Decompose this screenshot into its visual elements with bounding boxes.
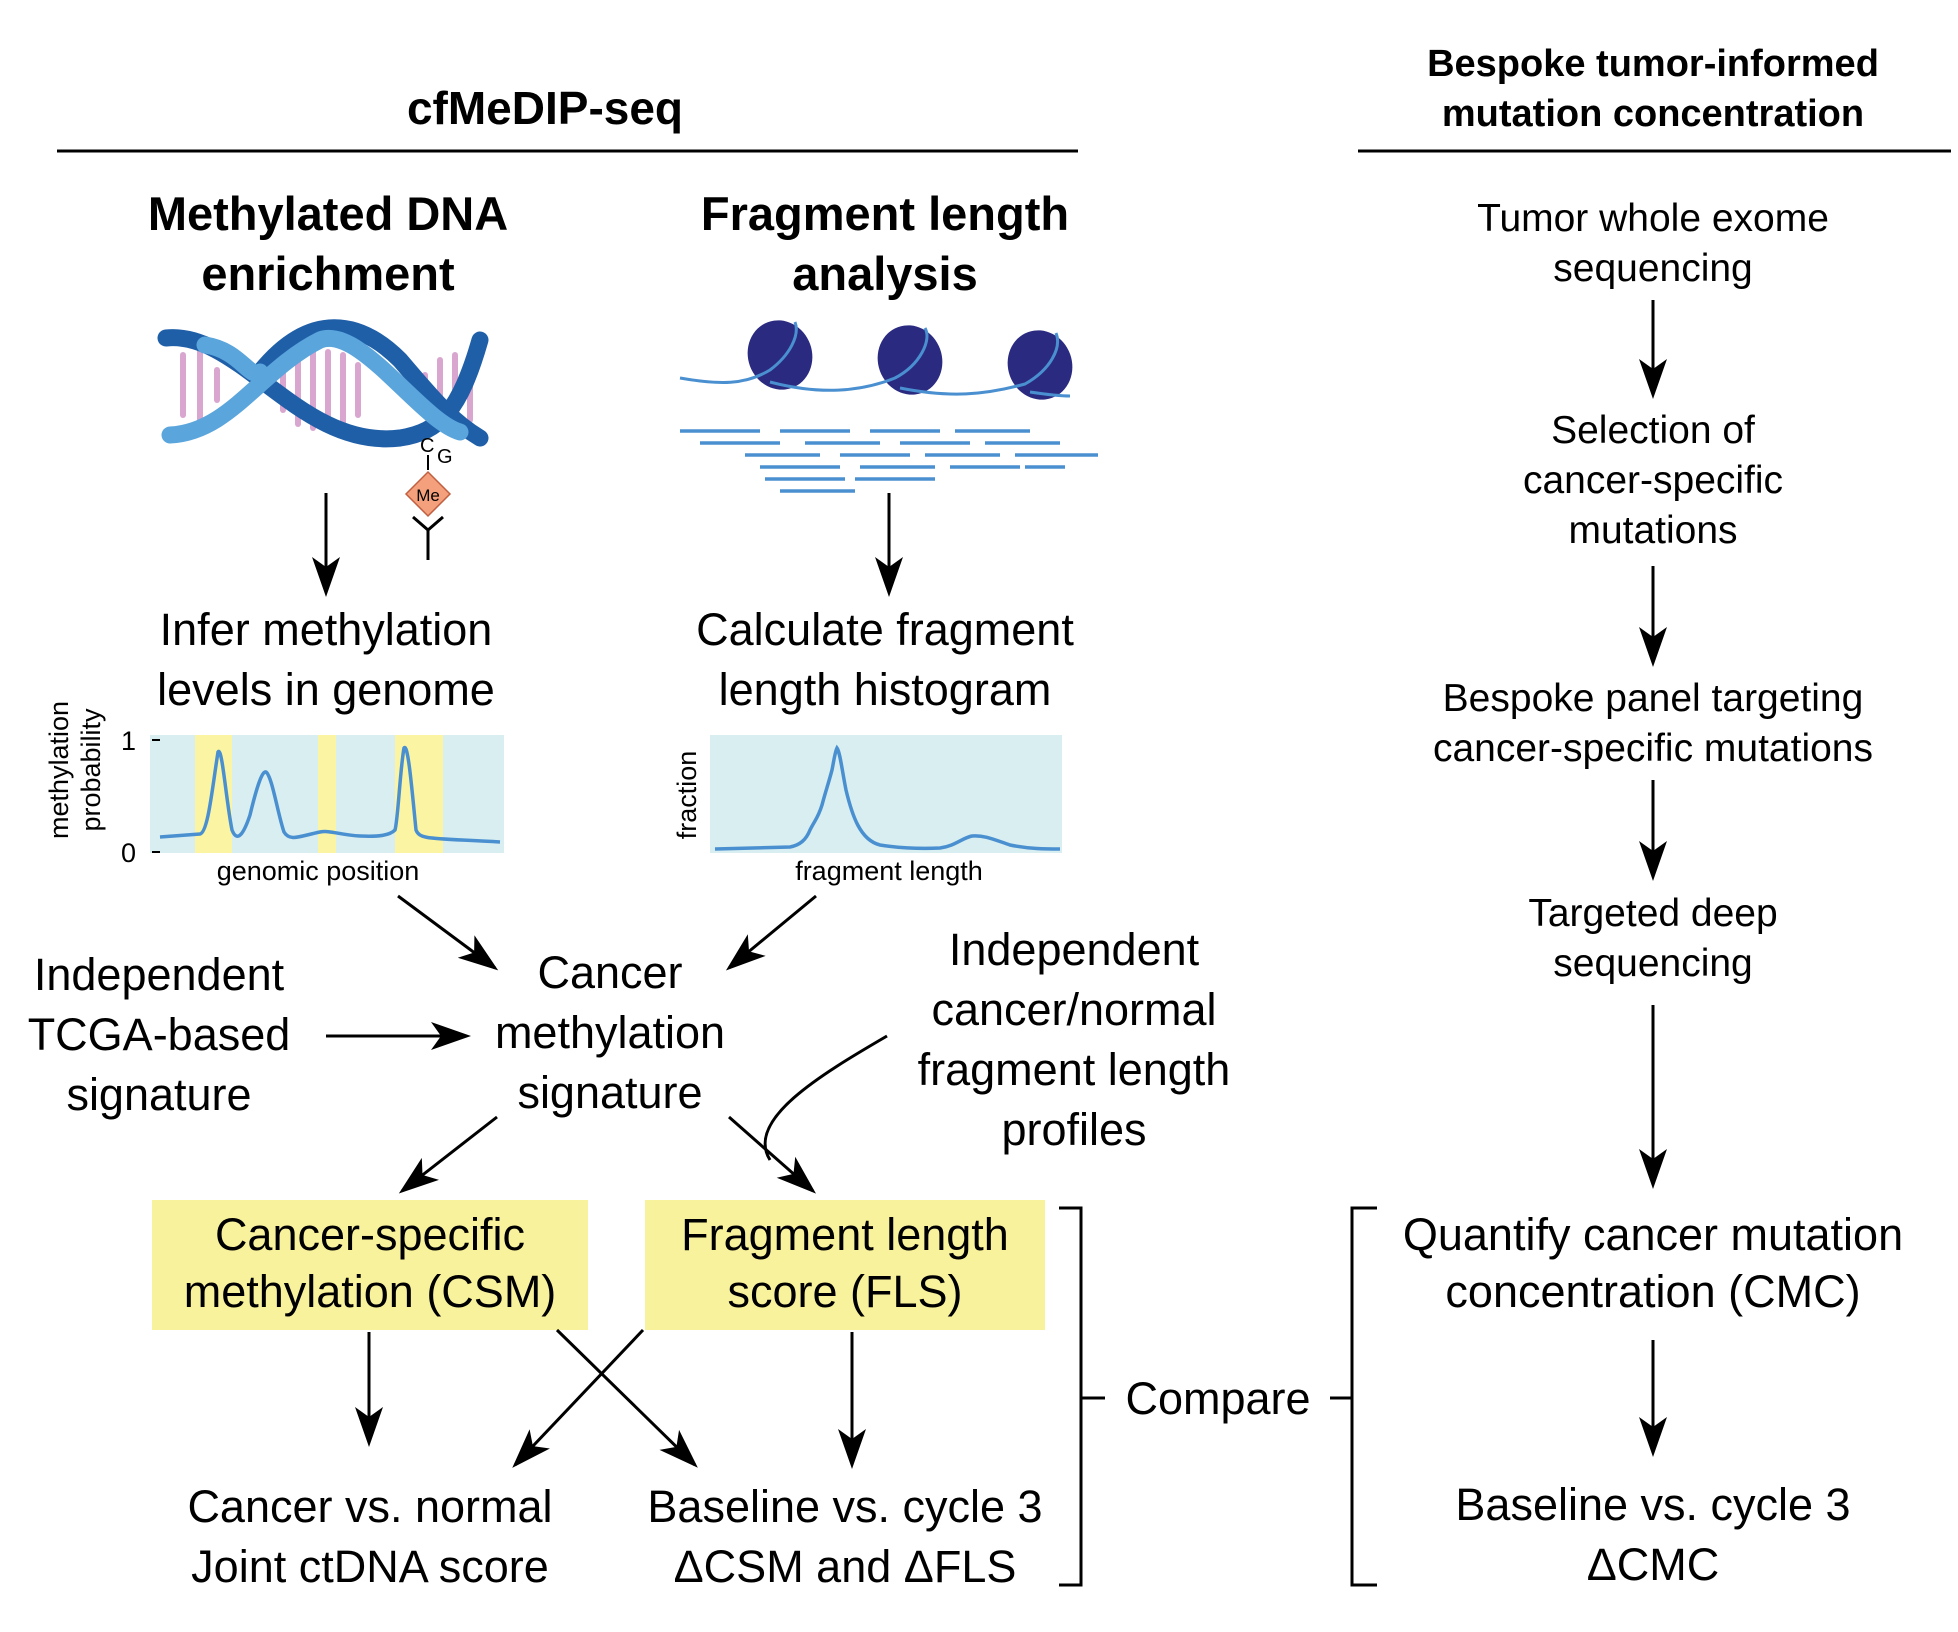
frag-ylabel: fraction — [672, 751, 702, 840]
curve-profiles-to-fls — [763, 1034, 888, 1161]
fragment-bars-icon — [680, 429, 1098, 493]
me-label: Me — [416, 486, 440, 505]
dna-helix-icon — [157, 319, 489, 448]
quantify-line2: concentration (CMC) — [1445, 1266, 1860, 1317]
quantify-line1: Quantify cancer mutation — [1403, 1209, 1903, 1260]
left-header: cfMeDIP-seq — [407, 82, 683, 134]
meth-tick-bottom: 0 — [121, 838, 136, 868]
selection-line2: cancer-specific — [1523, 459, 1783, 502]
profiles-text-line2: cancer/normal — [931, 984, 1216, 1035]
fragment-curve — [714, 744, 1061, 851]
arrow-signature-to-fls — [728, 1115, 817, 1194]
cpg-g-label: G — [437, 446, 453, 468]
cancer-vs-normal-line1: Cancer vs. normal — [187, 1481, 552, 1532]
arrow-csm-to-baseline — [555, 1328, 698, 1468]
tcga-text-line1: Independent — [34, 949, 285, 1000]
profiles-text-line4: profiles — [1001, 1104, 1146, 1155]
meth-ylabel-line2: probability — [76, 708, 106, 832]
fragment-plot: fraction fragment length — [672, 735, 1062, 886]
fragment-title-line1: Fragment length — [701, 187, 1069, 240]
profiles-text-line1: Independent — [949, 924, 1200, 975]
baseline-left-line2: ΔCSM and ΔFLS — [674, 1541, 1017, 1592]
panel-line2: cancer-specific mutations — [1433, 727, 1873, 770]
nucleosome-icon — [679, 320, 1073, 400]
baseline-right-line2: ΔCMC — [1587, 1539, 1720, 1590]
fragment-title-line2: analysis — [792, 247, 978, 300]
cpg-c-label: C — [420, 435, 434, 457]
right-header-line2: mutation concentration — [1442, 93, 1864, 135]
cancer-signature-line1: Cancer — [537, 947, 682, 998]
cancer-signature-line3: signature — [517, 1067, 702, 1118]
methylated-title-line2: enrichment — [201, 247, 455, 300]
arrow-signature-to-csm — [398, 1115, 498, 1194]
me-diamond-icon — [404, 470, 452, 518]
right-header-line1: Bespoke tumor-informed — [1427, 43, 1879, 85]
calc-text-line1: Calculate fragment — [696, 604, 1074, 655]
frag-xlabel: fragment length — [795, 856, 983, 886]
methylated-title-line1: Methylated DNA — [148, 187, 508, 240]
calc-text-line2: length histogram — [719, 664, 1052, 715]
methylation-plot: 1 0 methylation probability genomic posi… — [44, 701, 504, 886]
infer-text-line1: Infer methylation — [160, 604, 493, 655]
infer-text-line2: levels in genome — [157, 664, 495, 715]
csm-box-line1: Cancer-specific — [215, 1209, 525, 1260]
meth-xlabel: genomic position — [217, 856, 420, 886]
fls-box-line1: Fragment length — [681, 1209, 1009, 1260]
wes-line2: sequencing — [1553, 247, 1753, 290]
tcga-text-line2: TCGA-based — [28, 1009, 291, 1060]
methylation-band — [318, 735, 336, 853]
cancer-signature-line2: methylation — [495, 1007, 725, 1058]
baseline-right-line1: Baseline vs. cycle 3 — [1455, 1479, 1850, 1530]
meth-tick-top: 1 — [121, 726, 136, 756]
right-bracket — [1350, 1206, 1377, 1587]
cancer-vs-normal-line2: Joint ctDNA score — [191, 1541, 549, 1592]
arrow-frag-to-signature — [725, 894, 817, 971]
arrow-meth-to-signature — [397, 894, 499, 971]
left-bracket — [1059, 1206, 1083, 1587]
compare-text: Compare — [1125, 1373, 1310, 1424]
baseline-left-line1: Baseline vs. cycle 3 — [647, 1481, 1042, 1532]
antibody-icon — [412, 515, 444, 560]
wes-line1: Tumor whole exome — [1477, 197, 1829, 240]
tcga-text-line3: signature — [66, 1069, 251, 1120]
meth-ylabel-line1: methylation — [44, 701, 74, 839]
fls-box-line2: score (FLS) — [727, 1266, 962, 1317]
cpg-methyl-antibody: C G Me — [404, 435, 453, 560]
methylation-curve — [159, 746, 501, 844]
csm-box-line2: methylation (CSM) — [184, 1266, 557, 1317]
fls-box — [645, 1200, 1045, 1330]
profiles-text-line3: fragment length — [918, 1044, 1231, 1095]
deep-line1: Targeted deep — [1528, 892, 1777, 935]
csm-box — [152, 1200, 588, 1330]
arrow-fls-to-joint — [512, 1328, 645, 1468]
panel-line1: Bespoke panel targeting — [1443, 677, 1864, 720]
selection-line3: mutations — [1568, 509, 1737, 552]
deep-line2: sequencing — [1553, 942, 1753, 985]
selection-line1: Selection of — [1551, 409, 1755, 452]
